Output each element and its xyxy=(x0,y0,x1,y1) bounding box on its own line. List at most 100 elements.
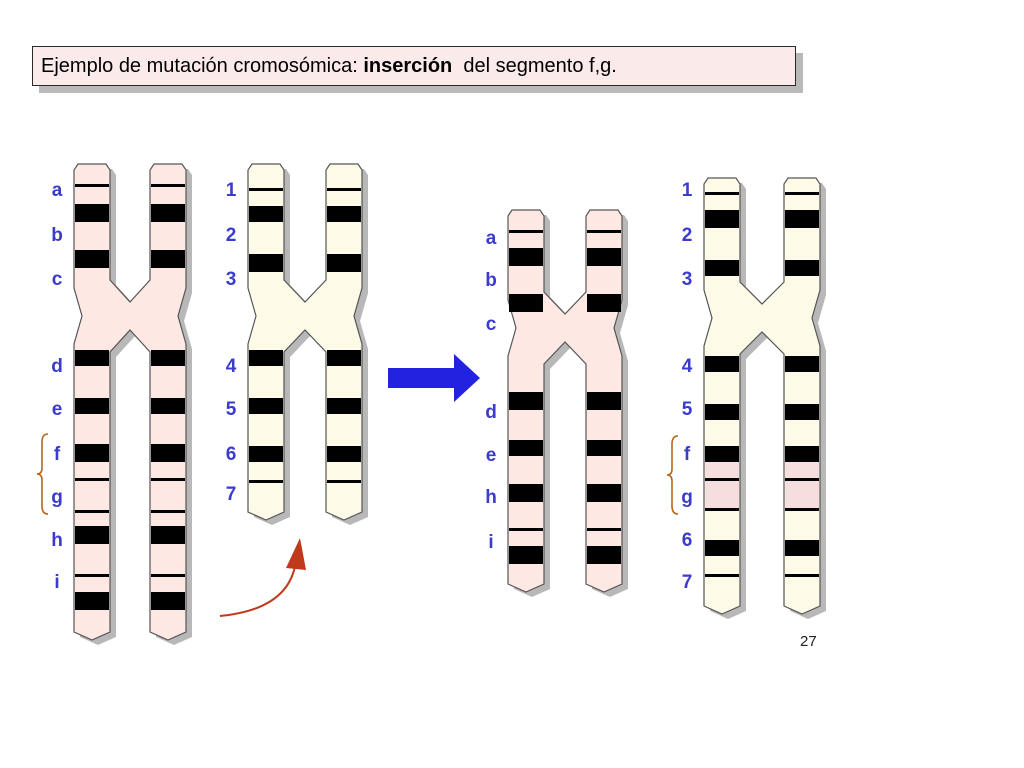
chromosome-original-cream-body xyxy=(247,163,363,521)
chromosome-original-pink-label: h xyxy=(51,530,63,551)
chromosome-result-cream-band xyxy=(785,192,819,195)
chromosome-original-cream-label: 1 xyxy=(226,180,237,201)
chromosome-original-pink-body xyxy=(73,163,187,641)
chromosome-result-cream-band xyxy=(705,356,739,372)
chromosome-result-cream-band xyxy=(705,260,739,276)
chromosome-result-pink-band xyxy=(587,248,621,266)
chromosome-result-cream-band xyxy=(785,210,819,228)
chromosome-original-cream-band xyxy=(249,350,283,366)
chromosome-original-pink-band xyxy=(151,444,185,462)
chromosome-result-cream-label: 4 xyxy=(682,356,693,377)
chromosome-result-pink-band xyxy=(509,484,543,502)
chromosome-result-cream-band xyxy=(785,574,819,577)
chromosome-original-cream-band xyxy=(249,254,283,272)
chromosome-result-cream-label: 3 xyxy=(682,269,693,290)
segment-bracket-original-icon xyxy=(36,433,49,515)
chromosome-result-cream-band xyxy=(785,260,819,276)
chromosome-original-pink-band xyxy=(151,204,185,222)
chromosome-result-cream-label: f xyxy=(684,444,691,465)
chromosome-original-cream-label: 6 xyxy=(226,444,237,465)
chromosome-original-pink-band xyxy=(151,592,185,610)
chromosome-original-pink-band xyxy=(75,398,109,414)
chromosome-original-pink-band xyxy=(75,444,109,462)
chromosome-result-cream-band xyxy=(785,356,819,372)
chromosome-original-pink-label: e xyxy=(52,399,63,420)
chromosome-result-cream-label: 1 xyxy=(682,180,693,201)
chromosome-result-pink-label: c xyxy=(486,314,497,335)
chromosome-original-cream-label: 5 xyxy=(226,399,237,420)
chromosome-original-pink-label: c xyxy=(52,269,63,290)
chromosome-result-cream-band xyxy=(705,574,739,577)
chromosome-result-cream-band xyxy=(705,478,739,481)
chromosome-result-pink-band xyxy=(587,294,621,312)
chromosome-result-pink-band xyxy=(509,392,543,410)
chromosome-original-cream-band xyxy=(327,254,361,272)
chromosome-original-cream-band xyxy=(327,206,361,222)
chromosome-original-pink-band xyxy=(75,184,109,187)
chromosome-result-cream-band xyxy=(705,404,739,420)
chromosome-result-pink-label: b xyxy=(485,270,497,291)
chromosome-result-pink-band xyxy=(587,484,621,502)
right-arrow-icon xyxy=(388,354,480,402)
chromosome-result-cream-band xyxy=(705,540,739,556)
chromosome-original-pink-band xyxy=(75,574,109,577)
chromosome-original-pink-band xyxy=(75,592,109,610)
chromosome-original-pink-band xyxy=(151,398,185,414)
chromosome-result-pink-band xyxy=(509,248,543,266)
chromosome-result-pink-label: i xyxy=(488,532,493,553)
chromosome-result-cream-band xyxy=(785,540,819,556)
chromosome-original-pink-label: g xyxy=(51,487,63,508)
chromosome-original-pink-band xyxy=(151,250,185,268)
chromosome-original-pink-band xyxy=(75,350,109,366)
chromosome-result-pink-band xyxy=(587,440,621,456)
chromosome-original-cream-label: 7 xyxy=(226,484,237,505)
chromosome-result-cream-inserted-segment xyxy=(705,462,739,510)
chromosome-result-pink-band xyxy=(509,546,543,564)
chromosome-result-cream-band xyxy=(705,192,739,195)
chromosome-result-cream-band xyxy=(705,210,739,228)
chromosome-original-cream-band xyxy=(327,480,361,483)
chromosome-original-cream-label: 3 xyxy=(226,269,237,290)
chromosome-result-pink-band xyxy=(587,392,621,410)
chromosome-original-pink-band xyxy=(75,250,109,268)
chromosome-original-pink-band xyxy=(75,526,109,544)
chromosome-original-pink-label: b xyxy=(51,225,63,246)
chromosome-result-pink-label: d xyxy=(485,402,497,423)
page-number: 27 xyxy=(800,633,817,650)
chromosome-result-pink-label: h xyxy=(485,487,497,508)
title-prefix: Ejemplo de mutación cromosómica: xyxy=(41,54,364,77)
chromosome-original-cream-band xyxy=(327,398,361,414)
chromosome-result-pink-band xyxy=(509,440,543,456)
chromosome-original-pink-label: d xyxy=(51,356,63,377)
chromosome-original-cream-band xyxy=(249,206,283,222)
chromosome-original-cream-band xyxy=(327,446,361,462)
title-bold: inserción xyxy=(363,54,453,77)
chromosome-original-pink-band xyxy=(75,478,109,481)
chromosome-original-cream-band xyxy=(327,350,361,366)
chromosome-result-cream-band xyxy=(705,508,739,511)
chromosome-result-pink-band xyxy=(509,230,543,233)
chromosome-result-pink-band xyxy=(587,546,621,564)
curved-arrow-icon xyxy=(219,559,297,617)
chromosome-result-cream-band xyxy=(785,478,819,481)
chromosome-result-cream-band xyxy=(785,446,819,462)
chromosome-original-pink-label: f xyxy=(54,444,61,465)
chromosome-original-cream-label: 2 xyxy=(226,225,237,246)
chromosome-original-cream-band xyxy=(249,188,283,191)
chromosome-original-pink-band xyxy=(151,526,185,544)
chromosome-original-pink-label: a xyxy=(52,180,63,201)
title-box: Ejemplo de mutación cromosómica: inserci… xyxy=(32,46,796,86)
chromosome-result-pink-label: a xyxy=(486,228,497,249)
title-suffix: del segmento f,g. xyxy=(452,54,617,77)
curved-arrow-head-icon xyxy=(286,538,306,570)
chromosome-original-cream-band xyxy=(249,446,283,462)
chromosome-result-pink-band xyxy=(587,528,621,531)
chromosome-result-cream-label: 6 xyxy=(682,530,693,551)
chromosome-result-cream-label: 7 xyxy=(682,572,693,593)
chromosome-original-pink-band xyxy=(151,350,185,366)
chromosome-result-cream-label: 5 xyxy=(682,399,693,420)
chromosome-result-pink-band xyxy=(509,294,543,312)
